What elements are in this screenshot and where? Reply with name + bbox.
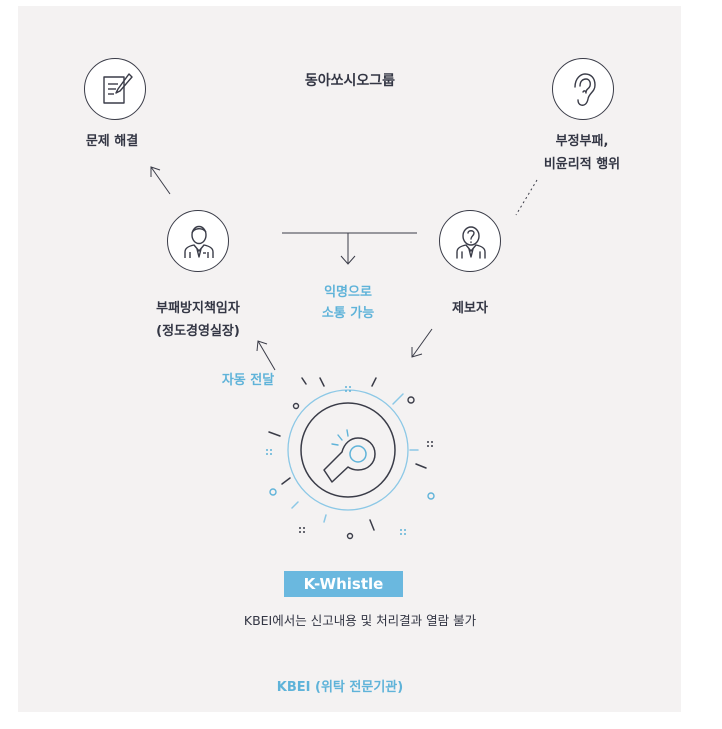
kbei-footer: KBEI (위탁 전문기관) [276,680,404,695]
officer-label-line2: (정도경영실장) [156,324,240,339]
k-whistle-badge: K-Whistle [284,571,403,597]
document-edit-icon [103,73,133,104]
businessman-icon [184,225,214,258]
corruption-label-line1: 부정부패, [555,134,609,149]
whistle-icon [266,377,435,540]
problem-solving-label: 문제 해결 [85,134,139,149]
officer-label-line1: 부패방지책임자 [156,301,240,316]
dotted-connector [515,179,538,216]
reporter-label: 제보자 [452,301,488,316]
privacy-note: KBEI에서는 신고내용 및 처리결과 열람 불가 [243,613,477,628]
problem-solving-node [84,58,146,120]
arrow-to-problem-head [150,166,161,177]
auto-forward-label: 자동 전달 [221,373,275,388]
anonymous-label-line2: 소통 가능 [321,306,375,321]
question-person-icon [456,226,486,259]
corruption-label-line2: 비윤리적 행위 [543,157,621,172]
anonymous-label-line1: 익명으로 [324,285,372,300]
ear-icon [574,73,596,106]
corruption-node [552,58,614,120]
arrow-to-officer-head [256,340,268,352]
arrow-to-whistle-head [411,347,423,358]
down-arrow-head [340,255,356,265]
officer-node [167,210,229,272]
reporter-node [439,210,501,272]
arrow-to-whistle-shaft [411,328,433,358]
arrow-to-problem-shaft [150,166,171,195]
arrow-to-officer-shaft [257,340,276,371]
group-title: 동아쏘시오그룹 [304,73,396,89]
